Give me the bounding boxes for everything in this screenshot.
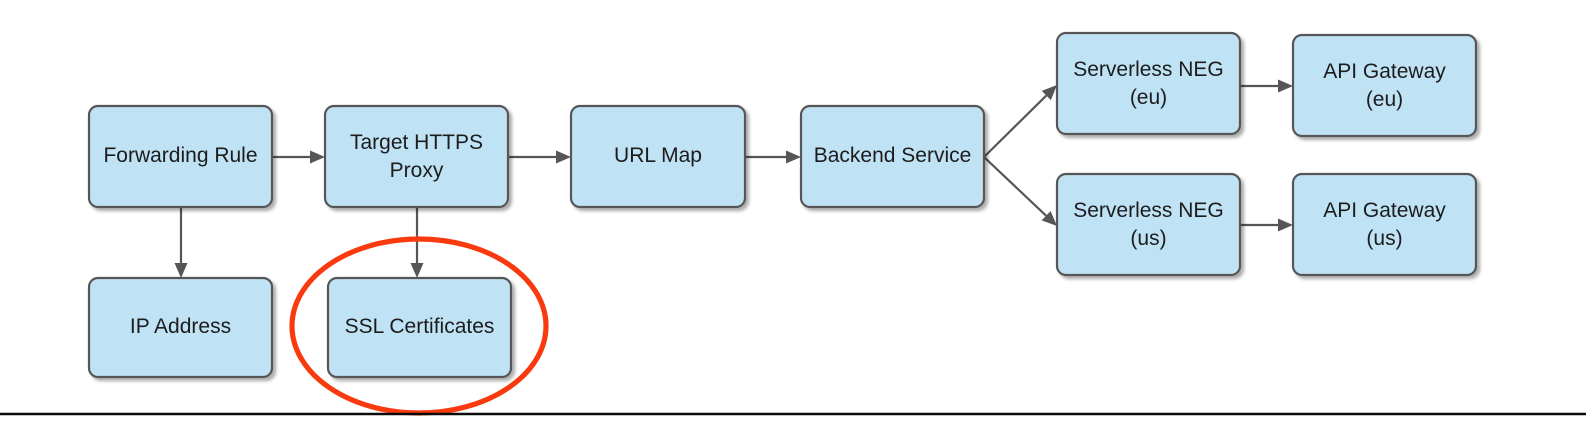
- node-box: [326, 276, 513, 379]
- node-box: [323, 104, 510, 209]
- nodes-layer: Forwarding Rule Target HTTPS Proxy URL Map B…: [87, 31, 1478, 379]
- node-box: [1055, 172, 1242, 277]
- node-url-map[interactable]: URL Map: [569, 104, 747, 209]
- node-ip-address[interactable]: IP Address: [87, 276, 274, 379]
- edge-arrowhead: [410, 263, 424, 278]
- edge-line: [983, 94, 1048, 158]
- node-label-line2: (eu): [1366, 88, 1403, 111]
- node-label-line2: (us): [1130, 227, 1166, 250]
- node-box: [799, 104, 986, 209]
- node-label-line2: Proxy: [390, 159, 444, 182]
- node-box: [1291, 172, 1478, 277]
- node-label: API Gateway: [1323, 199, 1446, 222]
- node-target-https-proxy[interactable]: Target HTTPS Proxy: [323, 104, 510, 209]
- edge-line: [983, 156, 1047, 217]
- node-api-gateway-eu[interactable]: API Gateway (eu): [1291, 33, 1478, 138]
- node-label: Serverless NEG: [1073, 58, 1224, 81]
- node-label: IP Address: [130, 315, 231, 338]
- node-serverless-neg-eu[interactable]: Serverless NEG (eu): [1055, 31, 1242, 136]
- edge-forwarding-rule-to-ip-address: [174, 207, 188, 278]
- edge-arrowhead: [1041, 85, 1057, 101]
- node-ssl-certificates[interactable]: SSL Certificates: [326, 276, 513, 379]
- node-forwarding-rule[interactable]: Forwarding Rule: [87, 104, 274, 209]
- node-label: URL Map: [614, 144, 702, 167]
- edge-forwarding-rule-to-target-https-proxy: [272, 150, 325, 164]
- node-label: SSL Certificates: [345, 315, 495, 338]
- node-label-line2: (eu): [1130, 86, 1167, 109]
- node-box: [87, 104, 274, 209]
- edge-arrowhead: [174, 263, 188, 278]
- node-label: Serverless NEG: [1073, 199, 1224, 222]
- edge-target-https-proxy-to-ssl-certificates: [410, 207, 424, 278]
- edge-url-map-to-backend-service: [745, 150, 801, 164]
- edges-layer: [174, 79, 1293, 278]
- edge-arrowhead: [1278, 79, 1293, 93]
- edge-arrowhead: [786, 150, 801, 164]
- edge-target-https-proxy-to-url-map: [508, 150, 571, 164]
- edge-backend-service-to-serverless-neg-us: [983, 156, 1057, 226]
- node-label-line2: (us): [1366, 227, 1402, 250]
- edge-arrowhead: [1041, 210, 1057, 226]
- node-label: Forwarding Rule: [103, 144, 257, 167]
- edge-arrowhead: [310, 150, 325, 164]
- node-box: [1055, 31, 1242, 136]
- edge-arrowhead: [1278, 218, 1293, 232]
- edge-backend-service-to-serverless-neg-eu: [983, 85, 1057, 158]
- node-label: API Gateway: [1323, 60, 1446, 83]
- node-backend-service[interactable]: Backend Service: [799, 104, 986, 209]
- node-serverless-neg-us[interactable]: Serverless NEG (us): [1055, 172, 1242, 277]
- node-label: Target HTTPS: [350, 131, 483, 154]
- node-api-gateway-us[interactable]: API Gateway (us): [1291, 172, 1478, 277]
- edge-serverless-neg-us-to-api-gateway-us: [1240, 218, 1293, 232]
- node-box: [1291, 33, 1478, 138]
- edge-arrowhead: [556, 150, 571, 164]
- node-box: [569, 104, 747, 209]
- node-box: [87, 276, 274, 379]
- node-label: Backend Service: [814, 144, 972, 167]
- edge-serverless-neg-eu-to-api-gateway-eu: [1240, 79, 1293, 93]
